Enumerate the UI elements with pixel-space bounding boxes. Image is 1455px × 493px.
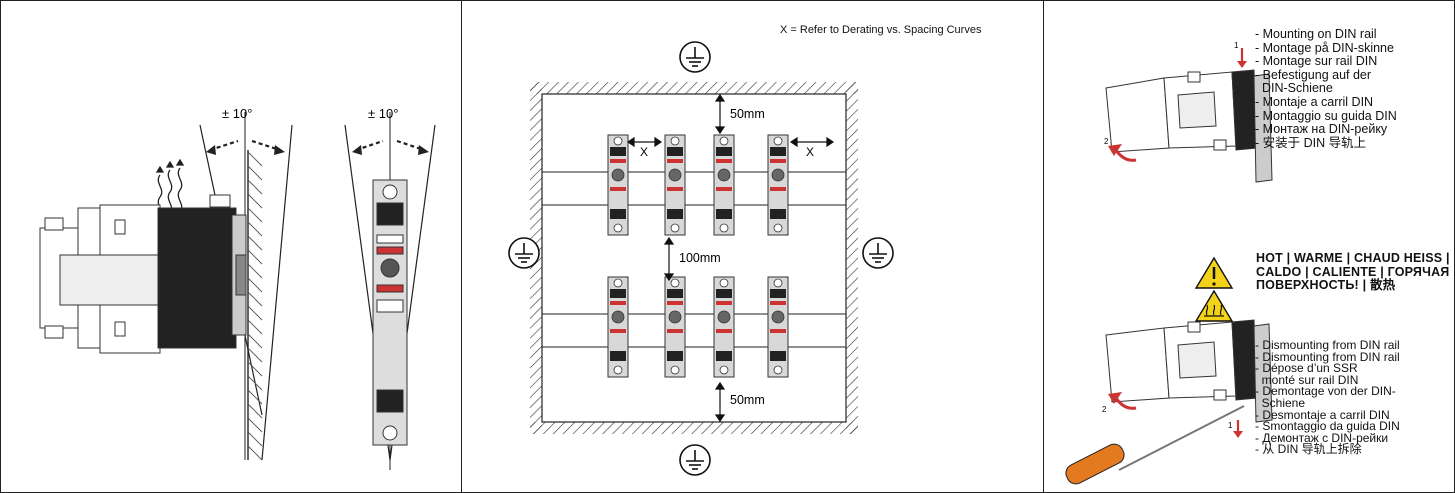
hot-surface-warning: HOT | WARME | CHAUD HEISS | CALDO | CALI… xyxy=(1256,251,1450,293)
spacing-panel: X = Refer to Derating vs. Spacing Curves xyxy=(462,0,1044,493)
relay-module xyxy=(713,134,735,236)
mounting-panel: 1 2 xyxy=(1044,0,1455,493)
arrow-rotate-icon xyxy=(1108,392,1137,410)
relay-module xyxy=(607,276,629,378)
arrow-down-icon xyxy=(1237,48,1247,68)
derating-note: X = Refer to Derating vs. Spacing Curves xyxy=(780,24,982,36)
spacing-bottom-label: 50mm xyxy=(730,393,765,407)
list-item: - Dismounting from DIN rail xyxy=(1255,338,1400,352)
screwdriver-icon xyxy=(1065,405,1245,485)
ground-icon xyxy=(508,237,540,269)
relay-side-view xyxy=(39,194,247,354)
list-item: - Mounting on DIN rail xyxy=(1255,27,1377,41)
arrow-down-icon xyxy=(1233,420,1243,438)
relay-module xyxy=(767,134,789,236)
relay-mounting-illustration xyxy=(1105,69,1273,183)
list-item: Schiene xyxy=(1255,395,1306,410)
list-item: - Smontaggio da guida DIN xyxy=(1255,419,1400,434)
orientation-diagram: ± 10° xyxy=(39,106,436,470)
list-item: - 从 DIN 导轨上拆除 xyxy=(1255,442,1362,457)
mounting-diagrams: 1 2 xyxy=(1065,41,1273,485)
dimension-arrows xyxy=(626,93,835,423)
relay-dismounting-illustration xyxy=(1105,319,1273,423)
spacing-x-left-label: X xyxy=(640,145,648,159)
arrow-rotate-icon xyxy=(1108,144,1137,162)
list-item: - Demontage von der DIN- xyxy=(1255,384,1396,399)
step-label: 1 xyxy=(1234,41,1239,50)
list-item: - 安装于 DIN 导轨上 xyxy=(1255,135,1367,150)
hot-surface-icon xyxy=(1194,289,1234,322)
relay-module xyxy=(607,134,629,236)
mounting-wall xyxy=(247,150,263,461)
list-item: - Dépose d’un SSR xyxy=(1255,361,1358,376)
angle-label-side: ± 10° xyxy=(222,106,252,121)
step-label: 2 xyxy=(1104,137,1109,146)
relay-module xyxy=(664,276,686,378)
ground-icon xyxy=(862,237,894,269)
list-item: monté sur rail DIN xyxy=(1255,372,1359,387)
ground-icon xyxy=(679,444,711,476)
spacing-diagram: 50mm 100mm 50mm X X xyxy=(508,41,894,476)
orientation-panel: ± 10° xyxy=(0,0,462,493)
tilt-arrows-side xyxy=(206,139,285,155)
spacing-x-right-label: X xyxy=(806,145,814,159)
relay-modules xyxy=(607,134,789,378)
tilt-arrows-front xyxy=(352,139,429,155)
step-label: 2 xyxy=(1102,405,1107,414)
angle-label-front: ± 10° xyxy=(368,106,398,121)
spacing-middle-label: 100mm xyxy=(679,251,721,265)
list-item: - Montaggio su guida DIN xyxy=(1255,108,1397,123)
list-item: - Montage på DIN-skinne xyxy=(1255,40,1394,55)
relay-module xyxy=(713,276,735,378)
ground-icon xyxy=(679,41,711,73)
list-item: - Befestigung auf der xyxy=(1255,67,1372,82)
list-item: - Монтаж на DIN-рейку xyxy=(1255,122,1388,137)
list-item: - Montaje a carril DIN xyxy=(1255,94,1374,109)
list-item: - Dismounting from DIN rail xyxy=(1255,349,1400,364)
din-rails xyxy=(542,171,846,348)
mounting-instructions: - Mounting on DIN rail - Montage på DIN-… xyxy=(1255,27,1397,150)
enclosure-walls xyxy=(530,82,858,434)
warning-icon xyxy=(1194,256,1234,289)
list-item: - Montage sur rail DIN xyxy=(1255,54,1378,69)
list-item: DIN-Schiene xyxy=(1255,81,1333,96)
dismounting-instructions: - Dismounting from DIN rail - Dismountin… xyxy=(1255,338,1400,457)
relay-module xyxy=(664,134,686,236)
relay-module xyxy=(767,276,789,378)
step-label: 1 xyxy=(1228,421,1233,430)
list-item: - Демонтаж с DIN-рейки xyxy=(1255,430,1389,445)
relay-front-view xyxy=(372,179,408,446)
list-item: - Desmontaje a carril DIN xyxy=(1255,407,1390,422)
spacing-top-label: 50mm xyxy=(730,107,765,121)
